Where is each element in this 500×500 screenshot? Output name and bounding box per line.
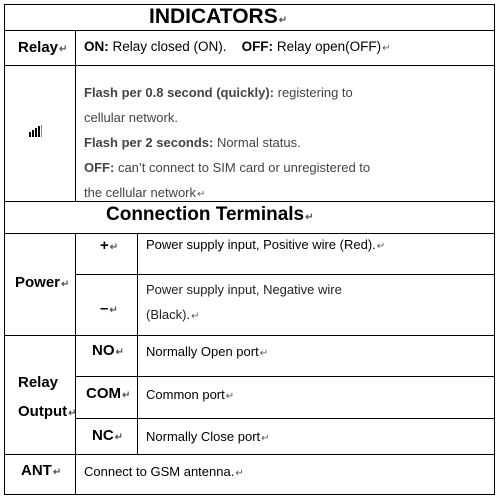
rule	[75, 233, 76, 494]
ant-description: Connect to GSM antenna.↵	[84, 464, 244, 479]
minus-description: Power supply input, Negative wire (Black…	[146, 277, 342, 329]
signal-line-2: cellular network.	[84, 110, 178, 125]
power-label: Power↵	[15, 274, 70, 291]
plus-symbol: +↵	[100, 237, 119, 254]
border-top	[4, 4, 495, 5]
border-left	[4, 4, 5, 495]
signal-line-1: Flash per 0.8 second (quickly): register…	[84, 85, 353, 100]
rule	[4, 30, 495, 31]
terminals-title: Connection Terminals↵	[106, 204, 314, 225]
ant-label: ANT↵	[21, 462, 62, 479]
signal-line-5: the cellular network↵	[84, 185, 206, 200]
com-symbol: COM↵	[86, 385, 131, 402]
rule	[75, 30, 76, 201]
plus-description: Power supply input, Positive wire (Red).…	[146, 237, 386, 252]
rule	[4, 233, 495, 234]
rule	[75, 376, 495, 377]
no-symbol: NO↵	[92, 342, 124, 359]
relay-output-label-1: Relay	[18, 374, 59, 391]
minus-desc-line-1: Power supply input, Negative wire	[146, 282, 342, 297]
signal-line-3: Flash per 2 seconds: Normal status.	[84, 135, 301, 150]
rule	[4, 335, 495, 336]
spec-table: INDICATORS↵ Relay↵ ON: Relay closed (ON)…	[4, 4, 495, 495]
com-description: Common port↵	[146, 387, 235, 402]
border-right	[494, 4, 495, 495]
nc-description: Normally Close port↵	[146, 429, 270, 444]
relay-label: Relay↵	[18, 39, 68, 56]
rule	[75, 274, 495, 275]
signal-bars-icon	[29, 124, 45, 142]
minus-symbol: –↵	[100, 300, 118, 317]
signal-description: Flash per 0.8 second (quickly): register…	[84, 80, 370, 207]
signal-line-4: OFF: can’t connect to SIM card or unregi…	[84, 160, 371, 175]
rule	[75, 418, 495, 419]
no-description: Normally Open port↵	[146, 344, 269, 359]
rule	[137, 233, 138, 454]
minus-desc-line-2: (Black).↵	[146, 307, 200, 322]
relay-output-label-2: Output↵	[18, 403, 77, 420]
rule	[4, 454, 495, 455]
nc-symbol: NC↵	[92, 427, 124, 444]
rule	[4, 201, 495, 202]
relay-description: ON: Relay closed (ON). OFF: Relay open(O…	[84, 39, 391, 54]
rule	[4, 65, 495, 66]
indicators-title: INDICATORS↵	[149, 5, 288, 28]
relay-output-label: Relay Output↵	[18, 368, 77, 428]
border-bottom	[4, 494, 495, 495]
